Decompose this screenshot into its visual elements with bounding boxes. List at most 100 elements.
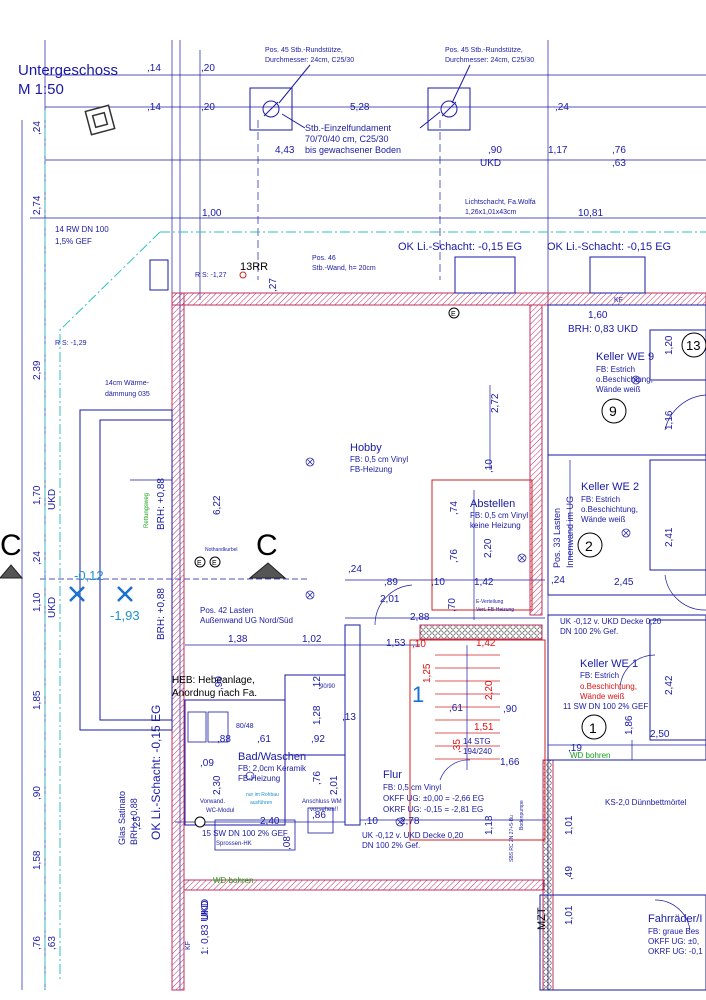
svg-text:Außenwand UG Nord/Süd: Außenwand UG Nord/Süd [200, 616, 293, 625]
svg-text:,90: ,90 [214, 676, 225, 690]
svg-text:,76: ,76 [449, 549, 460, 563]
svg-text:2,20: 2,20 [484, 680, 495, 700]
svg-text:Pos. 45 Stb.-Rundstütze,: Pos. 45 Stb.-Rundstütze, [445, 47, 523, 54]
svg-text:Lichtschacht, Fa.Wolfa: Lichtschacht, Fa.Wolfa [465, 199, 536, 206]
svg-text:11 SW DN 100 2% GEF: 11 SW DN 100 2% GEF [563, 702, 648, 711]
svg-text:,92: ,92 [311, 734, 325, 745]
svg-text:OKFF UG: ±0,: OKFF UG: ±0, [648, 937, 699, 946]
svg-text:BRH: +0,88: BRH: +0,88 [156, 478, 167, 530]
svg-text:,24: ,24 [551, 575, 565, 586]
svg-text:,24: ,24 [555, 102, 569, 113]
svg-text:,61: ,61 [257, 734, 271, 745]
svg-text:Vorwand.: Vorwand. [200, 799, 225, 805]
svg-text:-1,93: -1,93 [110, 608, 140, 623]
svg-text:nur im Rohbau: nur im Rohbau [246, 792, 279, 798]
svg-text:OK Li.-Schacht: -0,15 EG: OK Li.-Schacht: -0,15 EG [398, 241, 522, 253]
svg-text:,14: ,14 [147, 63, 161, 74]
svg-text:,10: ,10 [412, 639, 426, 650]
svg-text:,35: ,35 [452, 739, 463, 753]
fixture-boxes [187, 711, 334, 851]
svg-text:1,51: 1,51 [474, 722, 494, 733]
svg-text:,76: ,76 [32, 936, 43, 950]
svg-text:Pos. 33 Lasten: Pos. 33 Lasten [552, 508, 562, 568]
svg-text:1,26x1,01x43cm: 1,26x1,01x43cm [465, 209, 517, 216]
svg-text:FB: Estrich: FB: Estrich [580, 671, 619, 680]
svg-text:2,45: 2,45 [614, 577, 634, 588]
svg-text:Keller WE 2: Keller WE 2 [581, 481, 639, 493]
svg-text:1,38: 1,38 [228, 634, 248, 645]
door-swings [374, 394, 706, 931]
svg-text:1,17: 1,17 [548, 145, 568, 156]
svg-text:KF: KF [614, 297, 623, 304]
svg-text:2,78: 2,78 [400, 816, 420, 827]
marker-labels: 13 9 2 1 13RR 1 C C -0,12 -1,93 E E E [0, 261, 700, 736]
svg-text:2,39: 2,39 [32, 360, 43, 380]
svg-text:UKD: UKD [200, 899, 211, 920]
svg-text:Vert. FB-Heizung: Vert. FB-Heizung [476, 607, 514, 613]
svg-text:Anordnug nach Fa.: Anordnug nach Fa. [172, 688, 257, 699]
svg-text:ausführen: ausführen [250, 800, 272, 806]
svg-text:,61: ,61 [449, 703, 463, 714]
svg-text:Durchmesser: 24cm, C25/30: Durchmesser: 24cm, C25/30 [445, 57, 534, 64]
svg-text:2,50: 2,50 [650, 729, 670, 740]
svg-text:Hobby: Hobby [350, 442, 382, 454]
svg-text:70/70/40 cm, C25/30: 70/70/40 cm, C25/30 [305, 134, 389, 144]
svg-text:DN 100 2% Gef.: DN 100 2% Gef. [362, 841, 420, 850]
svg-text:UKD: UKD [47, 489, 58, 510]
svg-text:1,42: 1,42 [474, 577, 494, 588]
svg-text:6,22: 6,22 [212, 495, 223, 515]
light-shafts [79, 256, 646, 731]
inner-walls [184, 304, 706, 991]
svg-text:,20: ,20 [201, 63, 215, 74]
svg-text:Keller WE 1: Keller WE 1 [580, 658, 638, 670]
svg-text:1,70: 1,70 [32, 485, 43, 505]
svg-text:9: 9 [609, 403, 617, 419]
svg-text:E: E [197, 560, 202, 567]
svg-text:WD bohren: WD bohren [570, 751, 610, 760]
outer-walls [171, 292, 706, 991]
svg-text:,19: ,19 [568, 743, 582, 754]
svg-text:HEB: Hebeanlage,: HEB: Hebeanlage, [172, 675, 255, 686]
svg-text:o.Beschichtung,: o.Beschichtung, [581, 505, 638, 514]
svg-text:14cm Wärme-: 14cm Wärme- [105, 380, 150, 387]
column-foundations [249, 64, 471, 131]
svg-text:o.Beschichtung,: o.Beschichtung, [596, 375, 653, 384]
svg-text:,25: ,25 [132, 816, 143, 830]
svg-text:MZT: MZT [536, 907, 548, 930]
svg-text:UK -0,12 v. UKD Decke 0,20: UK -0,12 v. UKD Decke 0,20 [560, 617, 662, 626]
svg-text:UKD: UKD [480, 158, 501, 169]
room-number-circles [194, 271, 706, 828]
svg-text:Wände weiß: Wände weiß [580, 692, 625, 701]
svg-text:Bodenpumpe: Bodenpumpe [519, 800, 525, 830]
svg-text:E: E [451, 311, 456, 318]
svg-text:BRH: +0,88: BRH: +0,88 [129, 798, 139, 845]
room-flur: Flur FB: 0,5 cm Vinyl OKFF UG: ±0,00 = -… [383, 769, 484, 814]
north-symbol-icon [84, 104, 116, 136]
svg-text:1: 1 [412, 682, 424, 707]
svg-text:C: C [0, 529, 22, 562]
svg-text:,90: ,90 [32, 786, 43, 800]
svg-text:-0,12: -0,12 [74, 568, 104, 583]
room-abstellen: Abstellen FB: 0,5 cm Vinyl keine Heizung [470, 498, 528, 530]
svg-text:,10: ,10 [484, 459, 495, 473]
svg-text:,74: ,74 [449, 501, 460, 515]
svg-text:1,85: 1,85 [32, 690, 43, 710]
svg-text:4,43: 4,43 [275, 145, 295, 156]
room-fahrraeder: Fahrräder/I FB: graue Bes OKFF UG: ±0, O… [648, 913, 703, 956]
svg-text:Abstellen: Abstellen [470, 498, 515, 510]
svg-text:1,5% GEF: 1,5% GEF [55, 237, 92, 246]
svg-text:14 STG: 14 STG [463, 737, 491, 746]
svg-text:2,42: 2,42 [664, 675, 675, 695]
svg-text:Innenwand im UG: Innenwand im UG [565, 496, 575, 568]
svg-text:Durchmesser: 24cm, C25/30: Durchmesser: 24cm, C25/30 [265, 57, 354, 64]
svg-text:1,16: 1,16 [664, 410, 675, 430]
svg-text:FB-Heizung: FB-Heizung [238, 774, 280, 783]
svg-text:BRH: 0,83 UKD: BRH: 0,83 UKD [568, 324, 638, 335]
svg-text:2: 2 [585, 538, 593, 554]
svg-text:FB: 0,5 cm Vinyl: FB: 0,5 cm Vinyl [383, 783, 441, 792]
svg-text:,08: ,08 [282, 836, 293, 850]
svg-text:90/90: 90/90 [320, 684, 336, 690]
svg-text:,86: ,86 [312, 810, 326, 821]
svg-text:Nothandkurbel: Nothandkurbel [205, 547, 238, 553]
